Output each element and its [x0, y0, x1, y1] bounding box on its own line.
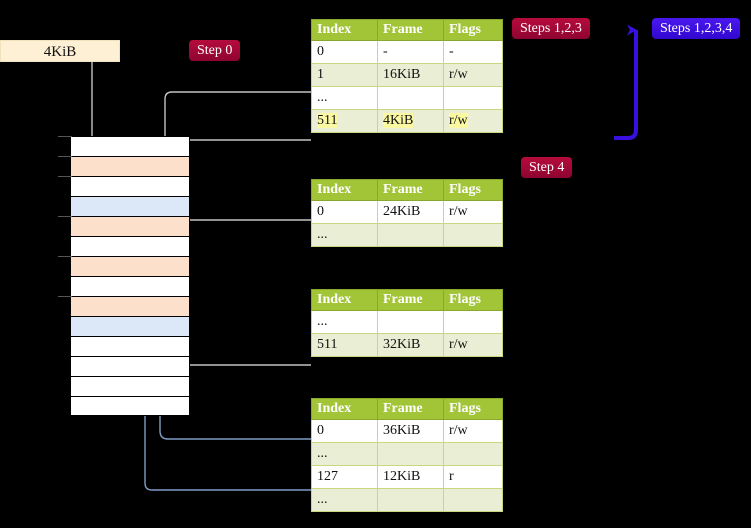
table-cell-index: 511 [311, 333, 378, 357]
table-row: 0-- [311, 40, 503, 64]
memory-row [70, 276, 190, 296]
table-header-flags: Flags [443, 398, 503, 420]
badge-step-4: Step 4 [521, 157, 573, 178]
table-cell-index: 0 [311, 200, 378, 224]
memory-row [70, 236, 190, 256]
table-cell-flags [443, 442, 503, 466]
table-header-index: Index [311, 289, 378, 311]
table-cell-frame: 4KiB [377, 109, 444, 133]
table-cell-index: 1 [311, 63, 378, 87]
table-header-flags: Flags [443, 289, 503, 311]
table-cell-flags [443, 310, 503, 334]
table-cell-flags: r/w [443, 63, 503, 87]
table-header-flags: Flags [443, 19, 503, 41]
memory-row [70, 316, 190, 336]
table-cell-frame [377, 223, 444, 247]
table-cell-frame [377, 488, 444, 512]
memory-row [70, 196, 190, 216]
table-cell-index: 127 [311, 465, 378, 489]
table-cell-index: 0 [311, 40, 378, 64]
memory-row [70, 396, 190, 416]
table-cell-flags [443, 86, 503, 110]
table-cell-frame: 32KiB [377, 333, 444, 357]
table-header-frame: Frame [377, 179, 444, 201]
table-cell-flags: r/w [443, 333, 503, 357]
wire-pt2-row511 [173, 309, 311, 366]
size-label-4kib: 4KiB [0, 40, 120, 62]
memory-row [70, 216, 190, 236]
memory-tick [58, 296, 72, 297]
memory-row [70, 356, 190, 376]
memory-row [70, 296, 190, 316]
table-cell-index: ... [311, 223, 378, 247]
table-header-index: Index [311, 179, 378, 201]
table-row: ... [311, 442, 503, 466]
table-cell-frame: 12KiB [377, 465, 444, 489]
table-row: ... [311, 86, 503, 110]
table-cell-flags: r/w [443, 419, 503, 443]
wire-step4-to-steps123 [614, 24, 638, 140]
table-cell-index: 511 [311, 109, 378, 133]
table-cell-frame [377, 442, 444, 466]
memory-tick [58, 256, 72, 257]
memory-row [70, 256, 190, 276]
table-cell-flags [443, 488, 503, 512]
memory-row [70, 136, 190, 156]
badge-steps-1234: Steps 1,2,3,4 [652, 18, 741, 39]
table-cell-frame [377, 310, 444, 334]
table-cell-frame: 16KiB [377, 63, 444, 87]
badge-steps-123: Steps 1,2,3 [512, 18, 590, 39]
memory-row [70, 376, 190, 396]
table-cell-frame [377, 86, 444, 110]
table-header-frame: Frame [377, 19, 444, 41]
table-cell-flags: r/w [443, 109, 503, 133]
table-cell-flags: r/w [443, 200, 503, 224]
memory-tick [58, 136, 72, 137]
memory-row [70, 336, 190, 356]
memory-tick [58, 216, 72, 217]
table-cell-frame: 36KiB [377, 419, 444, 443]
wire-pt0-row511 [179, 139, 311, 220]
table-cell-flags: - [443, 40, 503, 64]
table-cell-index: 0 [311, 419, 378, 443]
table-header-flags: Flags [443, 179, 503, 201]
badge-step-0: Step 0 [189, 40, 241, 61]
memory-tick [58, 156, 72, 157]
table-row: ... [311, 488, 503, 512]
table-row: ... [311, 310, 503, 334]
memory-row [70, 176, 190, 196]
table-header-index: Index [311, 398, 378, 420]
wire-pt1-row0 [179, 219, 311, 260]
table-cell-index: ... [311, 310, 378, 334]
table-header-index: Index [311, 19, 378, 41]
table-cell-index: ... [311, 86, 378, 110]
table-header-frame: Frame [377, 289, 444, 311]
table-cell-flags: r [443, 465, 503, 489]
table-cell-index: ... [311, 442, 378, 466]
memory-column [70, 136, 190, 416]
table-header-frame: Frame [377, 398, 444, 420]
table-cell-frame: 24KiB [377, 200, 444, 224]
memory-row [70, 156, 190, 176]
table-cell-index: ... [311, 488, 378, 512]
table-row: ... [311, 223, 503, 247]
table-cell-frame: - [377, 40, 444, 64]
table-cell-flags [443, 223, 503, 247]
memory-tick [58, 176, 72, 177]
